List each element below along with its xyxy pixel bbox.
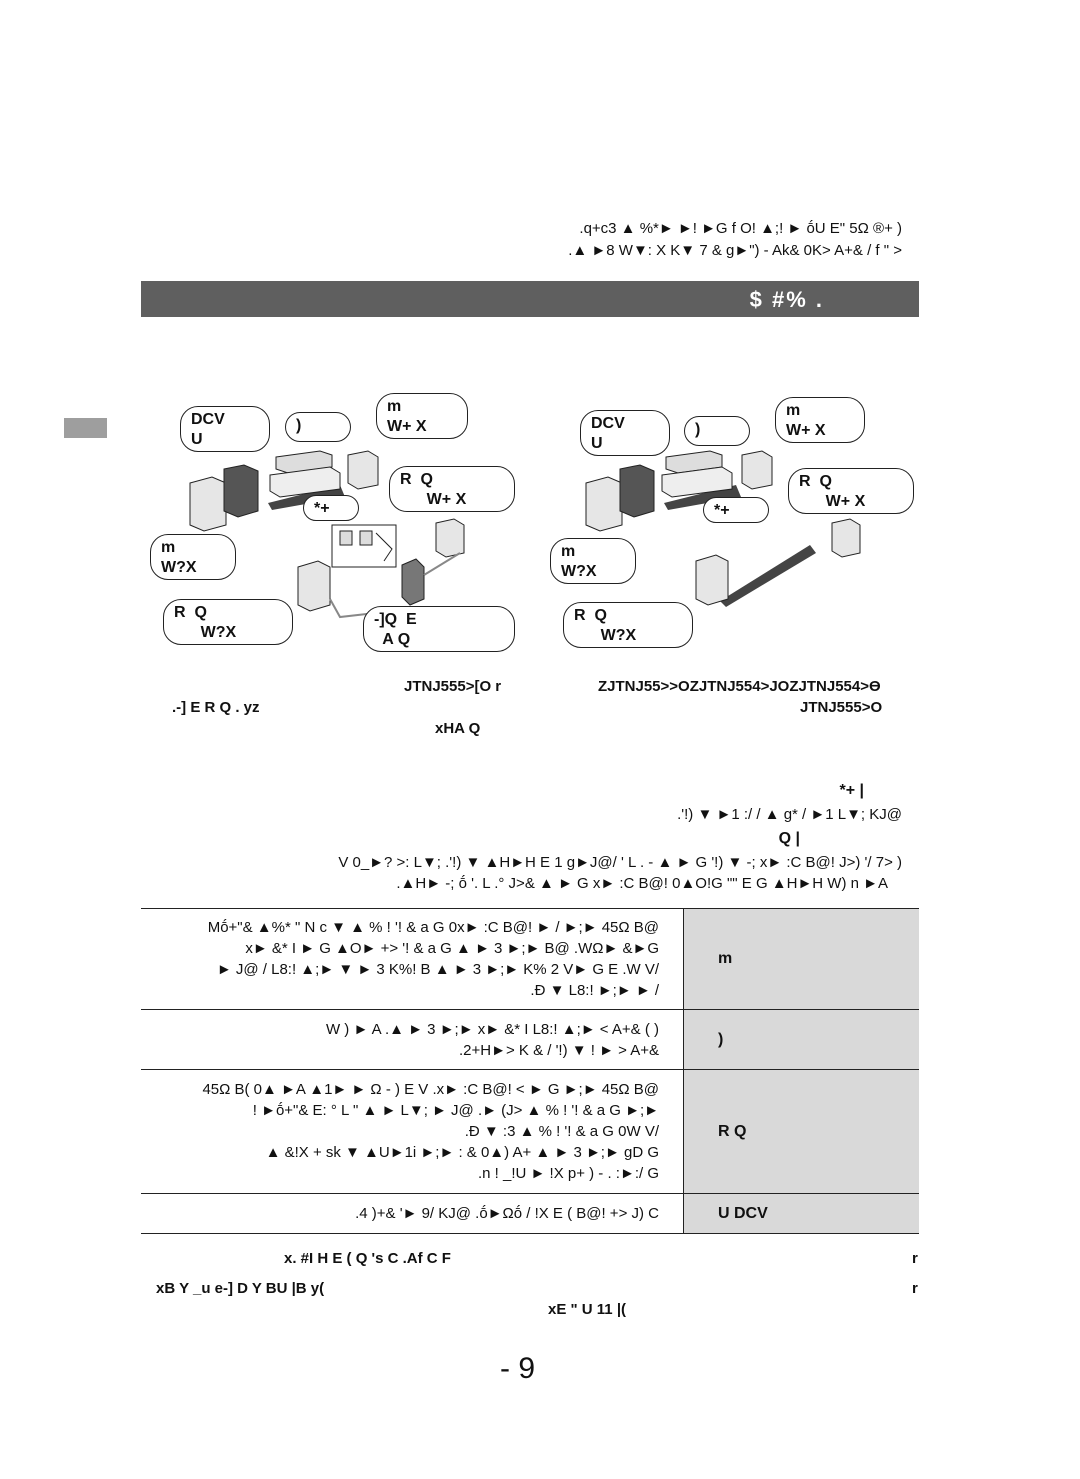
table-cell-label: U DCV — [683, 1193, 919, 1234]
section-title-bar: $ #% . — [141, 281, 919, 317]
note-line-1: .'!) ▼ ►1 :/ / ▲ g* / ►1 L▼; KJ@ — [677, 806, 902, 823]
side-tab-marker — [64, 418, 107, 438]
cable — [423, 552, 461, 576]
note-mark-1: *+ | — [839, 782, 865, 799]
label-left-front-l: m W?X — [150, 534, 236, 580]
table-cell-desc: 45Ω B( 0▲ ►A ▲1► ► Ω - ) E V .x► :C B@! … — [141, 1069, 684, 1194]
label-right-rear-l: R Q W?X — [563, 602, 693, 648]
caption-right-model2: JTNJ555>O — [800, 699, 883, 716]
rear-left-speaker — [695, 554, 729, 606]
label-left-rear-l: R Q W?X — [163, 599, 293, 645]
intro-line-1: .q+c3 ▲ %*► ►! ►G f O! ▲;! ► ṓU E" 5Ω ®+… — [579, 220, 902, 237]
rear-left-speaker — [297, 560, 331, 612]
tv-shadow — [664, 485, 741, 510]
wireless-module-panel — [331, 524, 397, 568]
main-unit — [661, 450, 733, 498]
connection-table: Mṓ+"& ▲%* " N c ▼ ▲ % ! '! & a G 0x► :C … — [141, 908, 919, 1234]
front-right-speaker — [347, 450, 379, 490]
table-cell-label: m — [683, 908, 919, 1010]
front-left-speaker — [189, 464, 259, 532]
caption-left-center: xHA Q — [435, 720, 481, 737]
page-number: - 9 — [500, 1352, 536, 1385]
table-cell-desc: W ) ► A .▲ ► 3 ►;► x► &* I L8:! ▲;► < A+… — [141, 1009, 684, 1070]
table-row: .4 )+& '► 9/ KJ@ .ṓ►Ωṓ / !X E ( B@! +> J… — [141, 1193, 919, 1234]
footer-row-1: x. #I H E ( Q 's C .Af C F — [284, 1250, 451, 1267]
caption-right-models: ZJTNJ55>>OZJTNJ554>JOZJTNJ554>Ɵ — [598, 678, 881, 695]
label-left-front-r: m W+ X — [376, 393, 468, 439]
table-row: W ) ► A .▲ ► 3 ►;► x► &* I L8:! ▲;► < A+… — [141, 1009, 919, 1070]
label-right-dcv: DCV U — [580, 410, 670, 456]
note-line-2: V 0_►? >: L▼; .'!) ▼ ▲H►H E 1 g►J@/ ' L … — [338, 854, 902, 871]
footer-row-2-mark: r — [912, 1280, 918, 1297]
label-left-module: -]Q E A Q — [363, 606, 515, 652]
label-left-rear-r: R Q W+ X — [389, 466, 515, 512]
table-cell-label: R Q — [683, 1069, 919, 1194]
label-right-rear-r: R Q W+ X — [788, 468, 914, 514]
footer-row-1-mark: r — [912, 1250, 918, 1267]
main-unit — [269, 450, 341, 498]
note-mark-2: Q | — [778, 830, 800, 847]
label-left-dcv: DCV U — [180, 406, 270, 452]
label-right-front-r: m W+ X — [775, 397, 865, 443]
wireless-path-shadow — [720, 545, 816, 607]
table-row: Mṓ+"& ▲%* " N c ▼ ▲ % ! '! & a G 0x► :C … — [141, 908, 919, 1010]
footer-row-2: xB Y _u e-] D Y BU |B y( — [156, 1280, 325, 1297]
footer-row-3: xE " U 11 |( — [548, 1301, 627, 1318]
section-title: $ #% . — [749, 287, 824, 312]
caption-left-sub: .-] E R Q . yz — [172, 699, 260, 716]
table-cell-label: ) — [683, 1009, 919, 1070]
intro-line-2: .▲ ►8 W▼: X K▼ 7 & g►") - Ak& 0K> A+& / … — [568, 242, 902, 259]
rear-right-speaker — [831, 518, 861, 558]
rear-right-speaker — [435, 518, 465, 558]
label-right-front-l: m W?X — [550, 538, 636, 584]
table-row: 45Ω B( 0▲ ►A ▲1► ► Ω - ) E V .x► :C B@! … — [141, 1069, 919, 1194]
note-line-3: .▲H► -; ṓ '. L .° J>& ▲ ► G x► :C B@! 0▲… — [396, 875, 888, 892]
left-speaker-diagram — [189, 450, 465, 619]
table-cell-desc: .4 )+& '► 9/ KJ@ .ṓ►Ωṓ / !X E ( B@! +> J… — [141, 1193, 684, 1234]
label-left-star: *+ — [303, 495, 359, 521]
caption-left-model: JTNJ555>[O r — [404, 678, 502, 695]
wireless-receiver — [401, 558, 425, 606]
right-speaker-diagram — [585, 450, 861, 607]
label-right-paren: ) — [684, 416, 750, 446]
label-left-paren: ) — [285, 412, 351, 442]
table-cell-desc: Mṓ+"& ▲%* " N c ▼ ▲ % ! '! & a G 0x► :C … — [141, 908, 684, 1010]
label-right-star: *+ — [703, 497, 769, 523]
front-left-speaker — [585, 464, 655, 532]
front-right-speaker — [741, 450, 773, 490]
